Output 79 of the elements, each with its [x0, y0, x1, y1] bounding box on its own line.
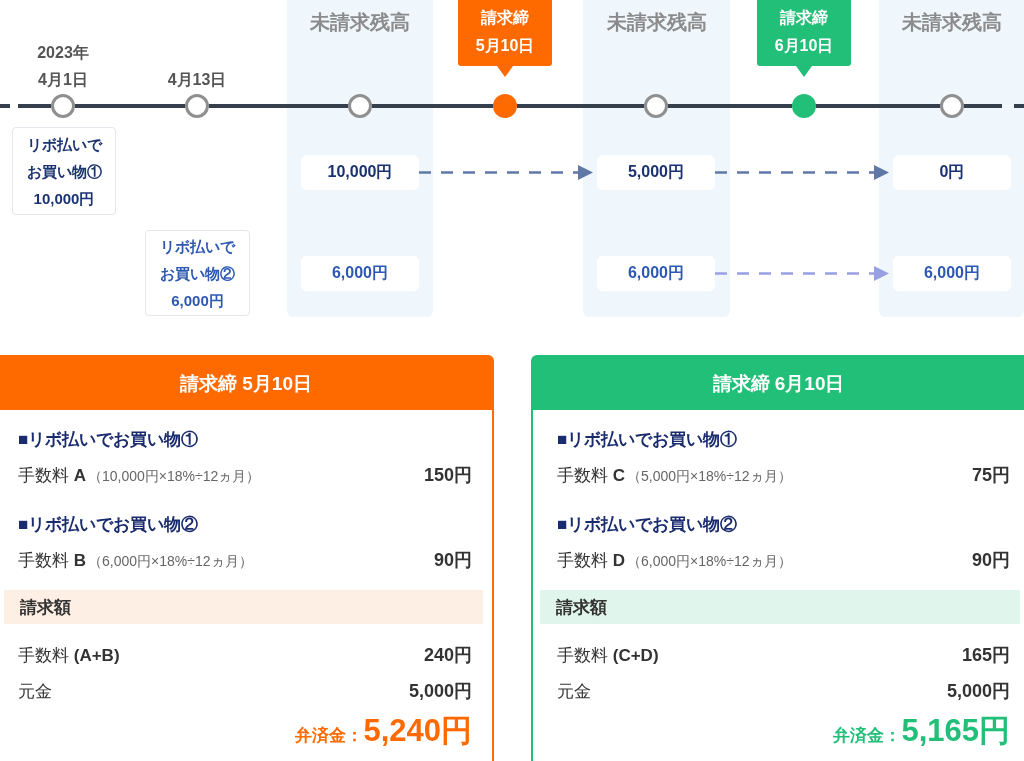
principal-amount: 5,000円 — [946, 680, 1010, 703]
timeline-line — [372, 104, 493, 108]
card-header: 請求締 5月10日 — [0, 357, 492, 410]
column-band — [287, 0, 433, 317]
date-label: 2023年 — [37, 43, 89, 63]
fee-amount: 90円 — [433, 549, 472, 572]
billing-card — [0, 355, 494, 761]
column-band — [583, 0, 730, 317]
purchase-card — [12, 127, 116, 215]
callout-box — [458, 0, 552, 78]
timeline-line — [209, 104, 348, 108]
balance-box: 10,000円 — [301, 155, 419, 190]
section-heading: ■リボ払いでお買い物① — [18, 429, 199, 451]
timeline-marker — [185, 94, 209, 118]
purchase-label: リボ払いでお買い物② — [159, 236, 237, 284]
section-heading: ■リボ払いでお買い物② — [18, 514, 199, 536]
balance-box: 5,000円 — [597, 155, 715, 190]
principal-label: 元金 — [18, 681, 52, 703]
timeline-marker — [940, 94, 964, 118]
fee-label: 手数料 D — [557, 550, 625, 572]
balance-box: 0円 — [893, 155, 1011, 190]
callout-date: 6月10日 — [774, 36, 834, 56]
formula-note: （6,000円×18%÷12ヵ月） — [627, 552, 792, 571]
callout-box — [757, 0, 851, 78]
fee-label: 手数料 A — [18, 465, 86, 487]
principal-label: 元金 — [557, 681, 591, 703]
callout-title: 請求締 — [780, 8, 828, 28]
column-heading: 未請求残高 — [901, 10, 1002, 35]
section-heading: ■リボ払いでお買い物① — [557, 429, 738, 451]
timeline-marker — [644, 94, 668, 118]
dashed-arrow — [715, 266, 889, 281]
card-header: 請求締 6月10日 — [533, 357, 1024, 410]
purchase-amount: 10,000円 — [33, 188, 95, 209]
principal-amount: 5,000円 — [408, 680, 472, 703]
fee-amount: 165円 — [961, 644, 1010, 667]
timeline-marker — [792, 94, 816, 118]
column-heading: 未請求残高 — [310, 10, 410, 35]
balance-box: 6,000円 — [893, 256, 1011, 291]
fee-amount: 75円 — [971, 464, 1010, 487]
timeline-line — [668, 104, 792, 108]
balance-box: 6,000円 — [301, 256, 419, 291]
fee-label: 手数料 (C+D) — [557, 645, 659, 667]
fee-amount: 240円 — [423, 644, 472, 667]
payment-amount: 5,240円 — [363, 712, 472, 750]
timeline-line — [964, 104, 1024, 108]
purchase-amount: 6,000円 — [171, 290, 224, 311]
formula-note: （10,000円×18%÷12ヵ月） — [88, 467, 261, 486]
timeline-line — [517, 104, 644, 108]
date-label: 4月1日 — [38, 70, 88, 90]
payment-amount: 5,165円 — [901, 712, 1010, 750]
fee-amount: 150円 — [423, 464, 472, 487]
payment-label: 弁済金： — [295, 725, 364, 747]
formula-note: （6,000円×18%÷12ヵ月） — [88, 552, 253, 571]
date-label: 4月13日 — [167, 70, 227, 90]
fee-label: 手数料 B — [18, 550, 86, 572]
callout-title: 請求締 — [481, 8, 529, 28]
summary-band: 請求額 — [4, 590, 483, 624]
formula-note: （5,000円×18%÷12ヵ月） — [627, 467, 792, 486]
timeline-line — [816, 104, 940, 108]
fee-label: 手数料 (A+B) — [18, 645, 120, 667]
dashed-arrow — [419, 165, 593, 180]
callout-date: 5月10日 — [475, 36, 535, 56]
timeline-marker — [51, 94, 75, 118]
section-heading: ■リボ払いでお買い物② — [557, 514, 738, 536]
purchase-card — [145, 230, 250, 316]
timeline-line — [0, 104, 51, 108]
column-band — [879, 0, 1024, 317]
summary-band: 請求額 — [540, 590, 1020, 624]
timeline-marker — [348, 94, 372, 118]
fee-label: 手数料 C — [557, 465, 625, 487]
payment-label: 弁済金： — [833, 725, 902, 747]
timeline-line — [75, 104, 185, 108]
purchase-label: リボ払いでお買い物① — [25, 134, 104, 182]
billing-card — [531, 355, 1024, 761]
fee-amount: 90円 — [971, 549, 1010, 572]
timeline-marker — [493, 94, 517, 118]
balance-box: 6,000円 — [597, 256, 715, 291]
column-heading: 未請求残高 — [606, 10, 707, 35]
dashed-arrow — [715, 165, 889, 180]
